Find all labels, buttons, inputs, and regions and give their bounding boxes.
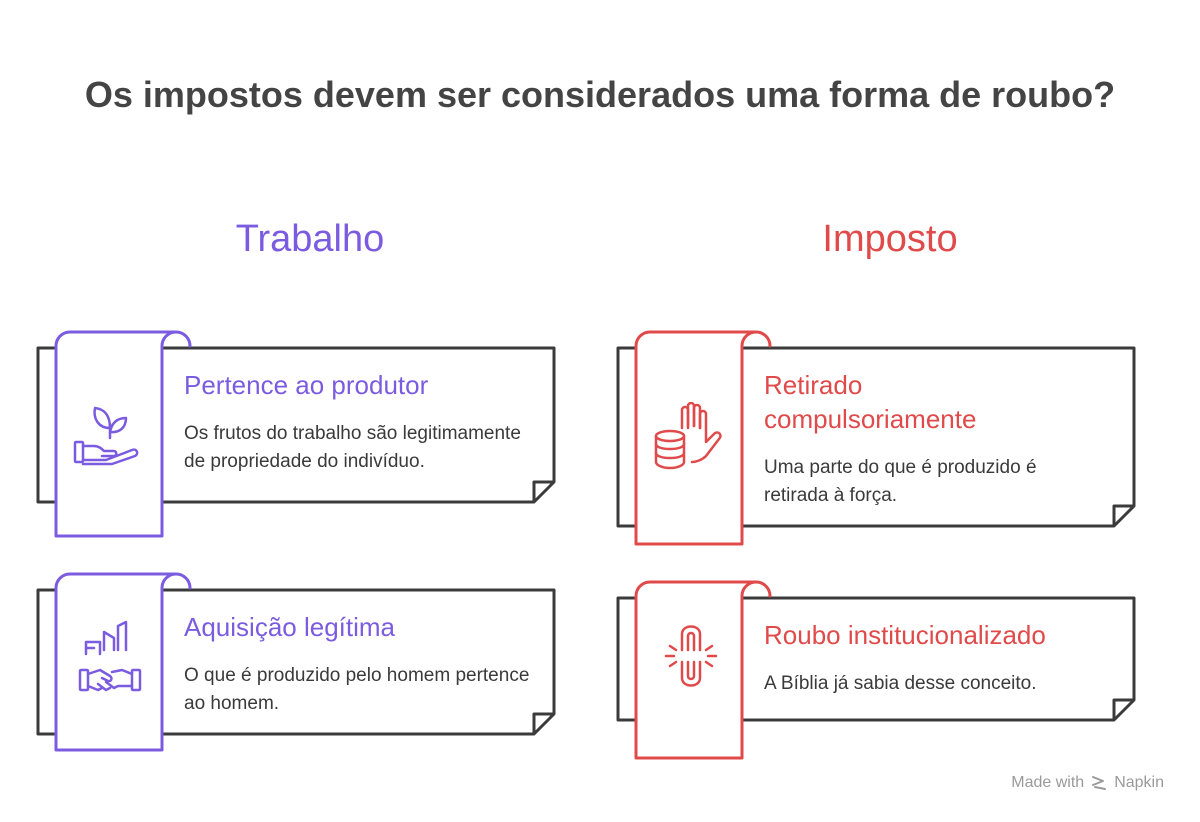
card-body: Os frutos do trabalho são legitimamente …: [184, 423, 521, 472]
broken-chain-icon: [664, 625, 718, 687]
card-frame: [616, 330, 1136, 546]
card-heading: Pertence ao produtor: [184, 370, 429, 400]
card-heading: Retirado compulsoriamente: [764, 370, 977, 434]
card-roubo-institucionalizado: Roubo institucionalizado A Bíblia já sab…: [616, 580, 1138, 762]
brand-made-with: Made with: [1011, 774, 1085, 791]
card-heading: Aquisição legítima: [184, 612, 395, 642]
coins-hand-icon: [654, 402, 722, 470]
column-title-trabalho: Trabalho: [235, 218, 385, 260]
card-heading: Roubo institucionalizado: [764, 620, 1046, 650]
handshake-building-icon: [78, 620, 142, 692]
card-frame: [36, 330, 556, 538]
napkin-brand: Made with Napkin: [1011, 774, 1164, 792]
card-aquisicao-legitima: Aquisição legítima O que é produzido pel…: [36, 572, 558, 754]
brand-name: Napkin: [1114, 774, 1164, 791]
plant-hand-icon: [73, 406, 139, 466]
card-retirado-compulsoriamente: Retirado compulsoriamente Uma parte do q…: [616, 330, 1138, 548]
card-frame: [616, 580, 1136, 760]
card-body: Uma parte do que é produzido é retirada …: [764, 457, 1037, 506]
card-body: A Bíblia já sabia desse conceito.: [764, 673, 1037, 694]
card-body: O que é produzido pelo homem pertence ao…: [184, 665, 530, 714]
column-title-imposto: Imposto: [822, 218, 958, 260]
napkin-logo-icon: [1092, 776, 1107, 790]
card-frame: [36, 572, 556, 752]
page-title: Os impostos devem ser considerados uma f…: [84, 74, 1116, 115]
card-pertence-ao-produtor: Pertence ao produtor Os frutos do trabal…: [36, 330, 558, 538]
